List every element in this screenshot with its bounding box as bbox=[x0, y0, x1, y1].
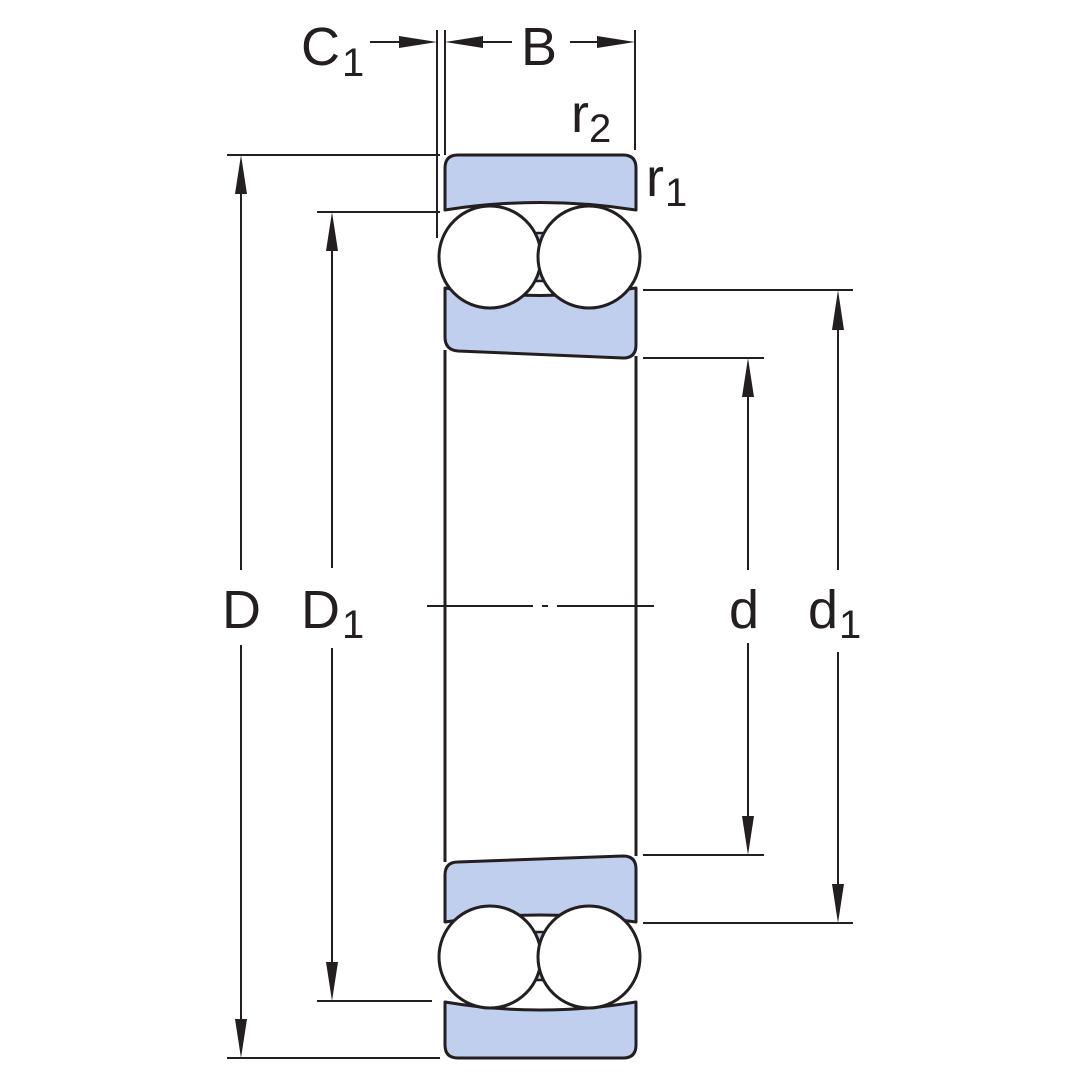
dimension-bore: d bbox=[643, 357, 764, 856]
b-arrowhead-left bbox=[445, 36, 483, 48]
d-outer-arrowhead-top bbox=[235, 155, 247, 194]
bore-arrowhead-top bbox=[742, 358, 754, 397]
d1-outer-arrowhead-bottom bbox=[326, 962, 338, 1001]
label-d1-outer: D bbox=[301, 580, 340, 640]
label-d1-outer-subscript: 1 bbox=[342, 603, 364, 647]
d-outer-arrowhead-bottom bbox=[235, 1019, 247, 1058]
ball-bottom-left bbox=[437, 904, 543, 1010]
label-r1-subscript: 1 bbox=[665, 171, 687, 215]
label-r1: r bbox=[646, 148, 664, 208]
d1-inner-arrowhead-bottom bbox=[832, 884, 844, 923]
c1-arrowhead bbox=[399, 36, 437, 48]
label-outer-diameter: D bbox=[222, 580, 261, 640]
label-bore: d bbox=[729, 580, 759, 640]
label-c-subscript: 1 bbox=[342, 41, 364, 85]
label-d1-inner: d bbox=[808, 580, 838, 640]
label-r2-subscript: 2 bbox=[589, 107, 611, 151]
outer-ring-bottom bbox=[443, 1000, 638, 1060]
b-arrowhead-right bbox=[597, 36, 635, 48]
dimension-d1-inner: d 1 bbox=[643, 289, 861, 924]
dimension-outer-diameter: D bbox=[222, 154, 440, 1059]
label-c: C bbox=[301, 17, 340, 77]
dimension-width: C 1 B r 2 r 1 bbox=[301, 17, 687, 238]
ball-bottom-right bbox=[536, 904, 642, 1010]
outer-ring-top bbox=[443, 153, 638, 212]
ball-top-left bbox=[437, 204, 543, 310]
ball-top-right bbox=[536, 204, 642, 310]
label-d1-inner-subscript: 1 bbox=[839, 603, 861, 647]
d1-outer-arrowhead-top bbox=[326, 212, 338, 251]
bore-arrowhead-bottom bbox=[742, 816, 754, 855]
d1-inner-arrowhead-top bbox=[832, 290, 844, 330]
label-b: B bbox=[521, 17, 557, 77]
dimension-d1: D 1 bbox=[301, 211, 440, 1002]
label-r2: r bbox=[571, 84, 589, 144]
bearing-cross-section bbox=[427, 153, 654, 1060]
